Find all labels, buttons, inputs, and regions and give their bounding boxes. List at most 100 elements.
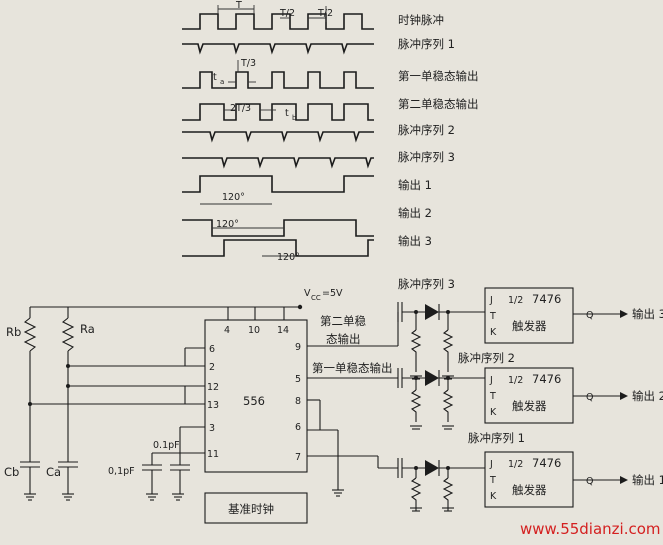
ff-frac: 1/2 (508, 375, 523, 386)
pin-k: K (490, 327, 497, 338)
waveform-labels: 时钟脉冲 脉冲序列 1 第一单稳态输出 第二单稳态输出 脉冲序列 2 脉冲序列 … (398, 13, 479, 248)
ff-frac: 1/2 (508, 295, 523, 306)
watermark: www.55dianzi.com (520, 520, 661, 538)
pin-t: T (489, 391, 496, 402)
output-label: 输出 1 (632, 473, 663, 487)
wave-output-1 (182, 175, 374, 193)
arrow-icon (620, 310, 628, 318)
resistor-rb (23, 317, 37, 352)
label-third: T/3 (240, 58, 256, 69)
ff-q: Q (586, 310, 593, 321)
mono2-label-b: 态输出 (326, 332, 361, 346)
ic-556 (204, 319, 308, 473)
ic-pin: 6 (295, 422, 301, 433)
wave-pulse-train-3 (182, 157, 374, 169)
ic-pin: 9 (295, 342, 301, 353)
pin-t: T (489, 311, 496, 322)
vcc-label: V (304, 288, 311, 299)
ff-chip: 7476 (532, 372, 561, 386)
ff-label: 触发器 (512, 319, 547, 333)
capacitor-cb-label: Cb (4, 465, 19, 479)
ic-pin: 10 (248, 325, 260, 336)
pin-j: J (489, 295, 493, 306)
wave-label: 输出 3 (398, 234, 432, 248)
output-label: 输出 2 (632, 389, 663, 403)
ic-pin: 12 (207, 382, 219, 393)
ff-q: Q (586, 392, 593, 403)
pin-j: J (489, 375, 493, 386)
label-delay-a: t (213, 72, 217, 83)
diode-icon (425, 304, 439, 320)
label-half-period: T/2 (279, 8, 295, 19)
ff-label: 触发器 (512, 483, 547, 497)
wave-output-3 (182, 239, 374, 257)
pulse-train-label: 脉冲序列 2 (458, 351, 515, 365)
timing-diagram: T T/2 T/2 T/3 t a 2T/3 t b 120° 120° 120… (182, 0, 479, 263)
diode-icon (425, 370, 439, 386)
resistor-ra (61, 317, 75, 352)
label-angle-1: 120° (222, 192, 245, 203)
ic-pin: 3 (209, 423, 215, 434)
mono1-label: 第一单稳态输出 (312, 361, 393, 375)
pin-k: K (490, 491, 497, 502)
label-delay-b: t (285, 108, 289, 119)
wave-pulse-train-1 (182, 43, 374, 55)
label-delay-b-sub: b (292, 114, 297, 122)
ff-q: Q (586, 476, 593, 487)
ic-pin: 7 (295, 452, 301, 463)
mono2-label-a: 第二单稳 (320, 314, 366, 328)
ff-frac: 1/2 (508, 459, 523, 470)
ic-pin: 5 (295, 374, 301, 385)
vcc-value: =5V (322, 288, 343, 299)
clock-block (204, 492, 308, 524)
label-period: T (235, 0, 242, 11)
stage-2 (397, 368, 485, 422)
label-two-third: 2T/3 (230, 103, 251, 114)
wave-label: 时钟脉冲 (398, 13, 444, 27)
pulse-train-label: 脉冲序列 1 (468, 431, 525, 445)
diode-icon (425, 460, 439, 476)
wave-label: 输出 2 (398, 206, 432, 220)
wave-label: 脉冲序列 3 (398, 150, 455, 164)
arrow-icon (620, 476, 628, 484)
circuit: V CC =5V Rb Ra Cb Ca (4, 277, 663, 524)
cap-value: 0.1pF (153, 440, 180, 451)
pin-k: K (490, 407, 497, 418)
output-label: 输出 3 (632, 307, 663, 321)
label-delay-a-sub: a (220, 78, 224, 86)
ic-pin: 13 (207, 400, 219, 411)
flipflop-2: J T K 1/2 7476 触发器 Q 输出 2 (484, 367, 663, 424)
label-angle-3: 120° (277, 252, 300, 263)
ic-pin: 2 (209, 362, 215, 373)
ic-pin: 14 (277, 325, 289, 336)
ic-name: 556 (243, 394, 265, 408)
wave-clock (182, 13, 374, 30)
pulse-train-label: 脉冲序列 3 (398, 277, 455, 291)
ground-icon (24, 375, 454, 512)
ff-label: 触发器 (512, 399, 547, 413)
wave-label: 输出 1 (398, 178, 432, 192)
wave-pulse-train-2 (182, 131, 374, 143)
label-angle-2: 120° (216, 219, 239, 230)
ff-chip: 7476 (532, 292, 561, 306)
resistor-ra-label: Ra (80, 322, 95, 336)
ic-pin: 11 (207, 449, 219, 460)
wave-label: 脉冲序列 2 (398, 123, 455, 137)
ff-chip: 7476 (532, 456, 561, 470)
flipflop-1: J T K 1/2 7476 触发器 Q 输出 1 (484, 451, 663, 508)
ic-pin: 4 (224, 325, 230, 336)
cap-value: 0,1pF (108, 466, 135, 477)
wave-monostable-2 (182, 103, 374, 121)
stage-3 (397, 302, 485, 372)
label-half-period-b: T/2 (317, 8, 333, 19)
pin-t: T (489, 475, 496, 486)
stage-1 (397, 458, 485, 511)
resistor-rb-label: Rb (6, 325, 21, 339)
vcc-sub: CC (311, 294, 321, 302)
pin-j: J (489, 459, 493, 470)
wave-label: 第一单稳态输出 (398, 69, 479, 83)
ic-pin: 8 (295, 396, 301, 407)
capacitor-ca-label: Ca (46, 465, 61, 479)
clock-block-label: 基准时钟 (228, 502, 274, 516)
